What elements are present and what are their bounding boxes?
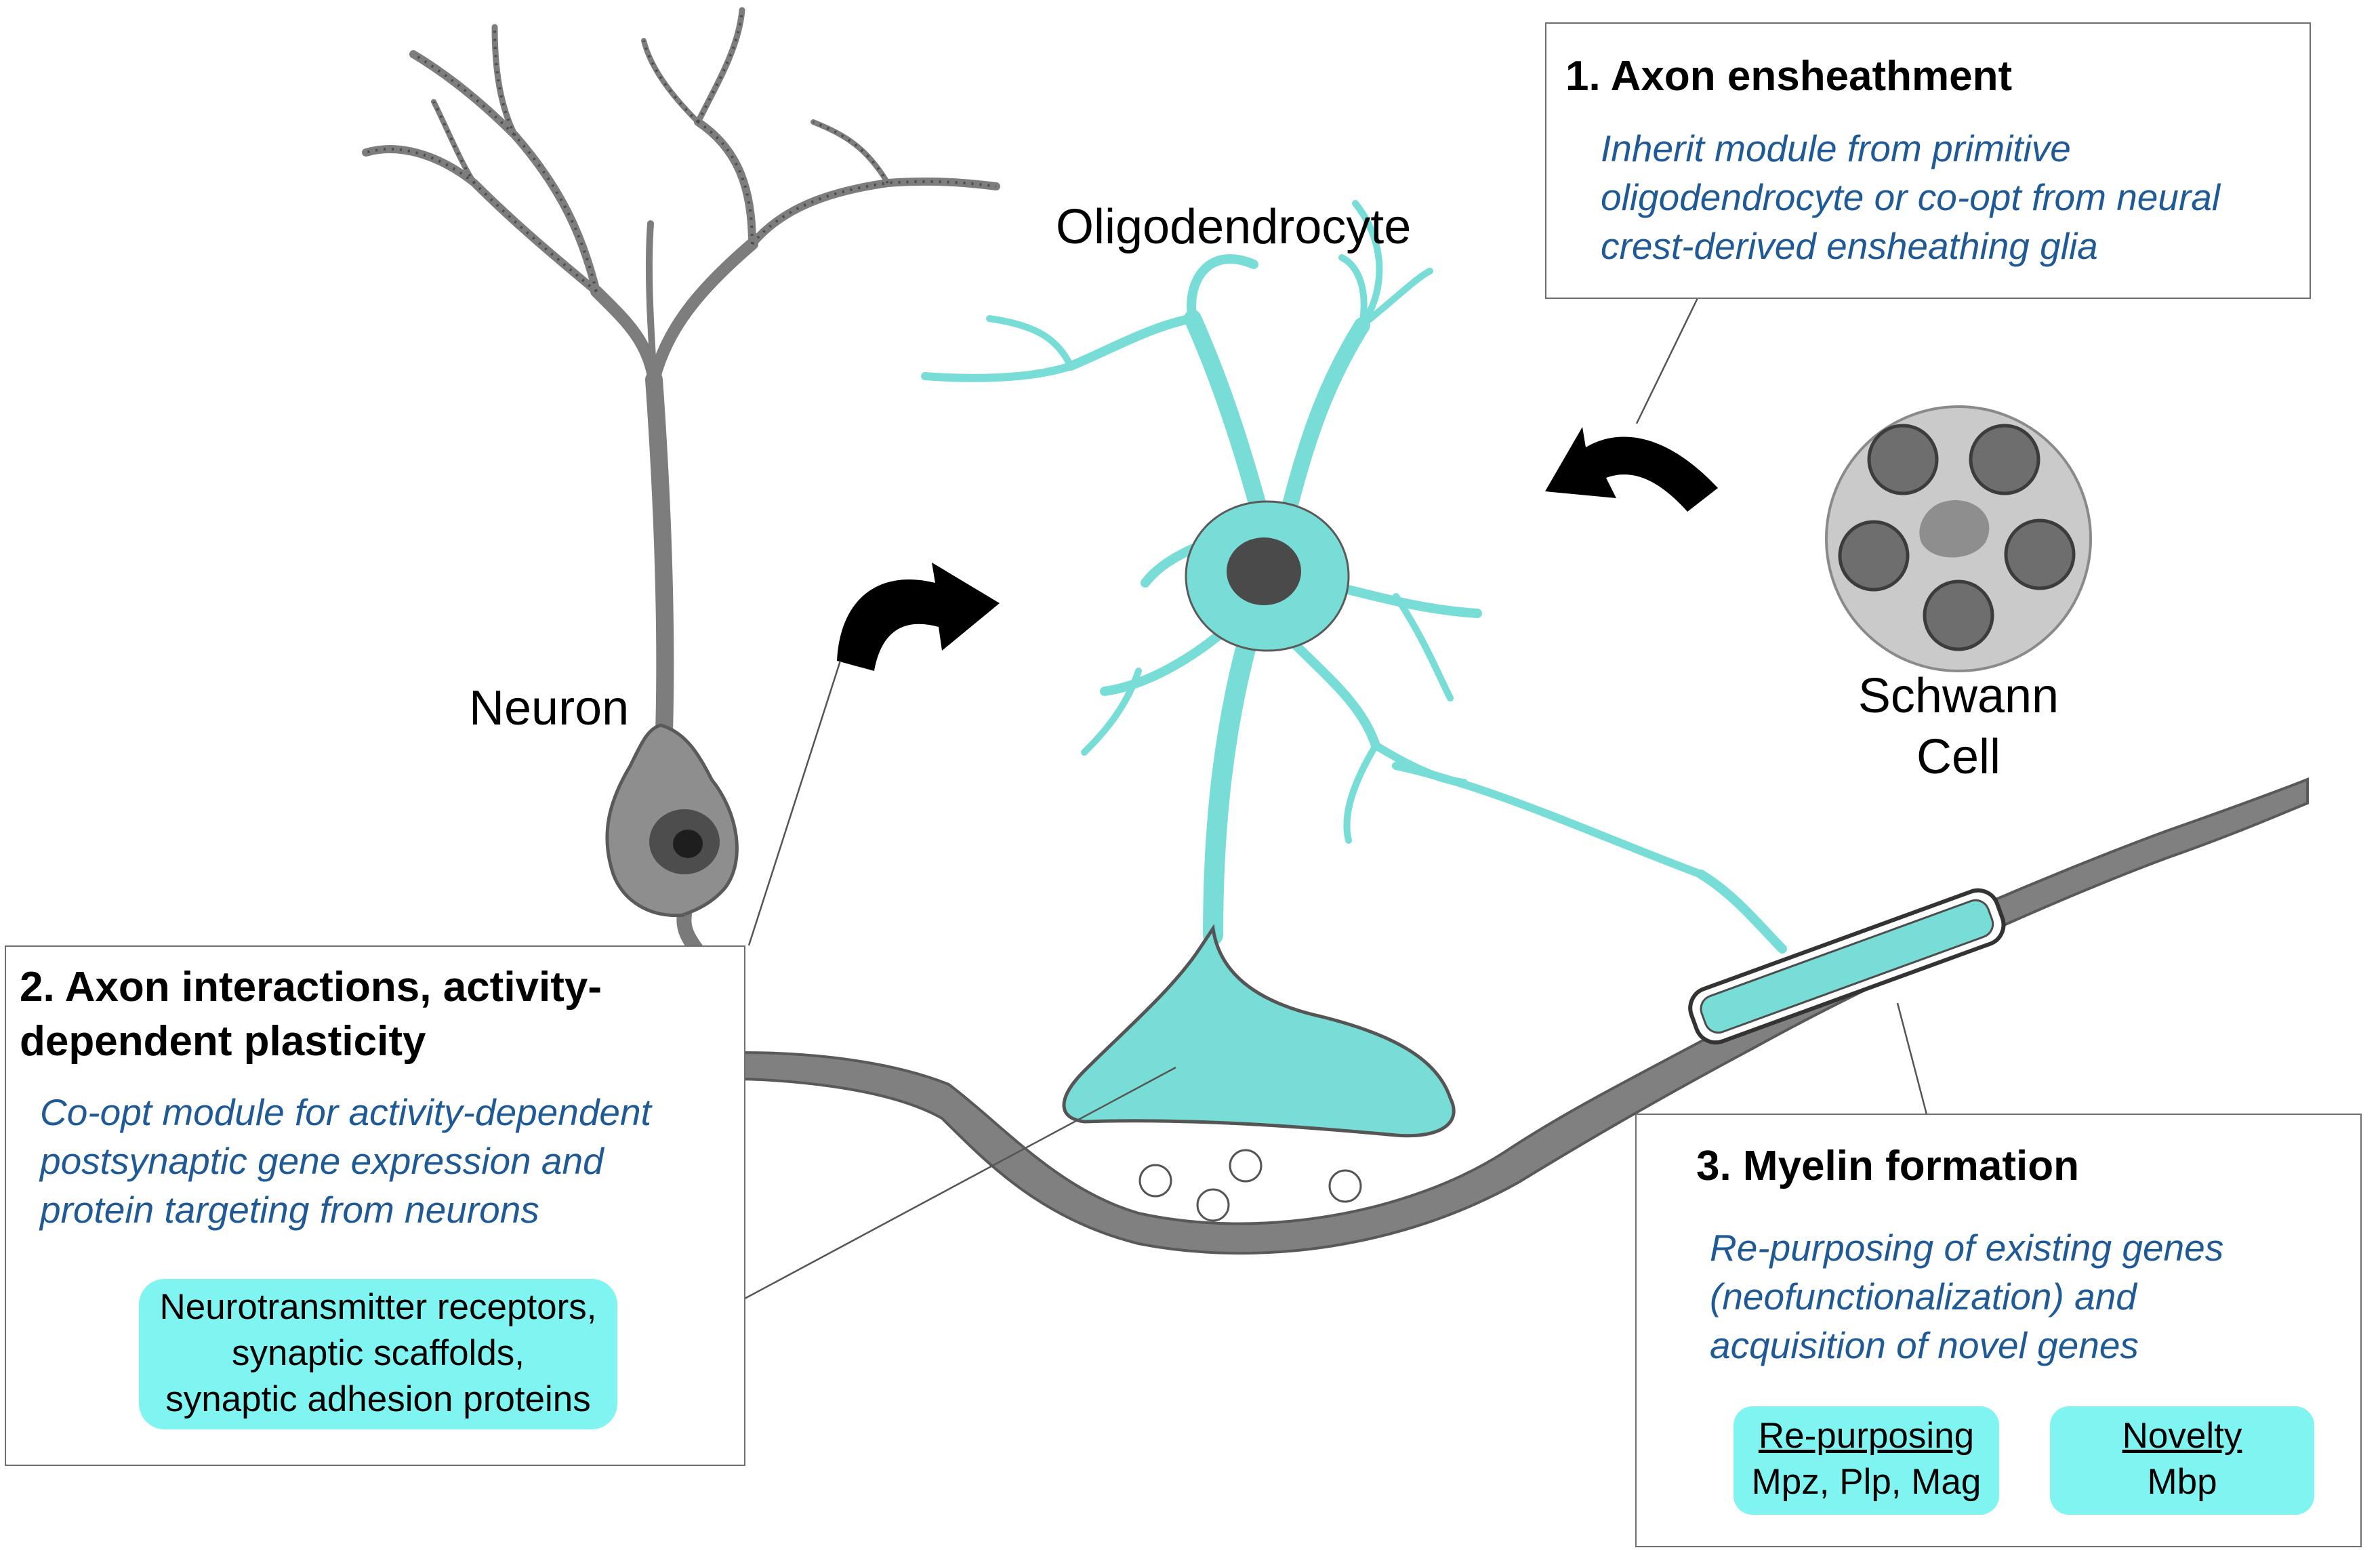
- repurposing-pill: Re-purposing Mpz, Plp, Mag: [1733, 1406, 1999, 1515]
- neuron-label: Neuron: [469, 681, 630, 735]
- arrow-schwann-to-oligodendrocyte-icon: [1545, 427, 1718, 512]
- box2-description: Co-opt module for activity-dependent pos…: [40, 1091, 651, 1231]
- novelty-pill: Novelty Mbp: [2050, 1406, 2314, 1515]
- leader-line-box1: [1635, 298, 1699, 424]
- box2-title: 2. Axon interactions, activity- dependen…: [20, 964, 602, 1065]
- box3-title: 3. Myelin formation: [1696, 1143, 2079, 1189]
- oligodendrocyte-label: Oligodendrocyte: [1056, 200, 1412, 254]
- box-myelin-formation: 3. Myelin formation Re-purposing of exis…: [1635, 1114, 2362, 1547]
- vesicle: [1138, 1164, 1172, 1198]
- schwann-cell-label: Schwann Cell: [1843, 666, 2074, 788]
- postsynaptic-proteins-pill: Neurotransmitter receptors, synaptic sca…: [139, 1279, 617, 1429]
- arrow-neuron-to-oligodendrocyte-icon: [837, 563, 1000, 671]
- box-axon-interactions: 2. Axon interactions, activity- dependen…: [5, 945, 745, 1466]
- schwann-label-line1: Schwann: [1858, 669, 2059, 723]
- box-axon-ensheathment: 1. Axon ensheathment Inherit module from…: [1545, 22, 2311, 299]
- neuron-nucleolus: [673, 830, 703, 858]
- leader-line-box2: [747, 660, 842, 946]
- novelty-genes: Mbp: [2147, 1462, 2217, 1502]
- novelty-heading: Novelty: [2122, 1416, 2242, 1456]
- myelin-segment-inner: [1700, 899, 1994, 1034]
- repurposing-genes: Mpz, Plp, Mag: [1751, 1462, 1982, 1502]
- box1-description: Inherit module from primitive oligodendr…: [1601, 127, 2221, 267]
- oligodendrocyte-nucleus: [1227, 537, 1301, 605]
- vesicle: [1229, 1149, 1263, 1183]
- oligodendrocyte: [921, 200, 2006, 1138]
- repurposing-heading: Re-purposing: [1758, 1416, 1975, 1456]
- schwann-label-line2: Cell: [1916, 730, 2001, 784]
- box1-title: 1. Axon ensheathment: [1565, 53, 2013, 100]
- myelin-sheet-on-axon: [1062, 924, 1456, 1138]
- vesicle: [1196, 1188, 1230, 1222]
- schwann-cell: [1825, 405, 2092, 672]
- neuron: [362, 7, 1000, 918]
- axon-body: [707, 777, 2309, 1255]
- vesicle: [1328, 1169, 1362, 1203]
- box3-description: Re-purposing of existing genes (neofunct…: [1710, 1227, 2224, 1366]
